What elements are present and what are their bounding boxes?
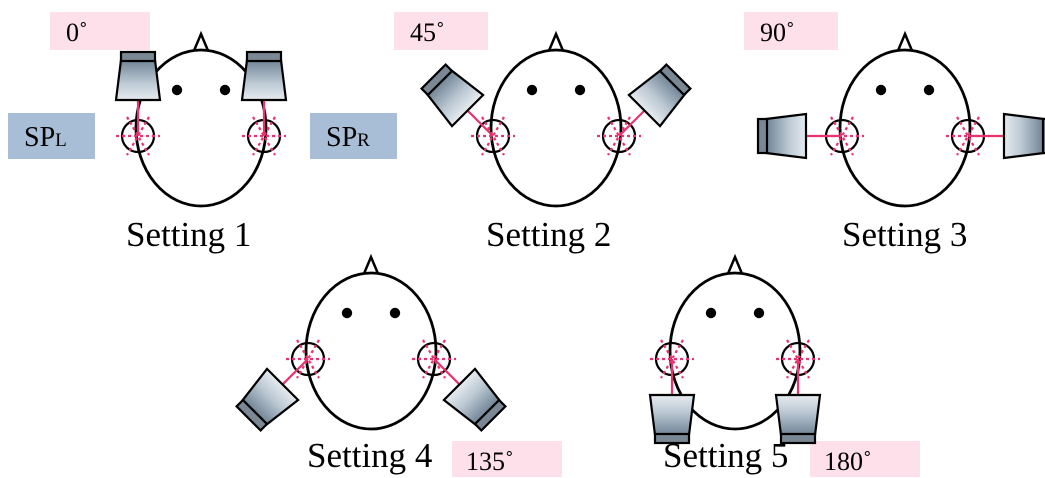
left-speaker-icon	[756, 112, 808, 160]
setting-4-figure	[235, 253, 507, 432]
dotted-ray	[126, 116, 150, 156]
dotted-ray	[660, 339, 684, 379]
right-speaker-icon	[1002, 112, 1045, 160]
dotted-ray	[956, 116, 980, 156]
left-speaker-icon	[114, 50, 162, 102]
head-outline	[134, 48, 268, 208]
angle-box-3	[744, 12, 838, 50]
setting-5-figure	[648, 253, 822, 445]
right-speaker-icon	[240, 50, 288, 102]
dotted-ray	[252, 116, 276, 156]
dotted-ray	[830, 116, 854, 156]
right-eye	[219, 84, 231, 96]
sp-right-box	[310, 113, 397, 159]
sp-left-box	[8, 113, 95, 159]
left-speaker-icon-body	[648, 393, 696, 437]
right-speaker-icon	[627, 63, 692, 128]
dotted-ray	[786, 339, 810, 379]
setting-4-caption: Setting 4	[307, 436, 432, 475]
left-eye	[526, 84, 538, 96]
setting-2-figure	[420, 30, 692, 208]
left-eye	[341, 307, 353, 319]
left-ear-rays	[286, 339, 330, 379]
dotted-ray	[481, 116, 505, 156]
dotted-ray	[296, 339, 320, 379]
left-eye	[705, 307, 717, 319]
dotted-ray	[126, 116, 150, 156]
angle-label-4: 135˚	[466, 447, 514, 476]
angle-box-2	[394, 12, 488, 50]
dotted-ray	[422, 339, 446, 379]
left-speaker-icon-cap	[235, 398, 269, 432]
head-outline	[304, 271, 438, 431]
angle-box-1	[50, 12, 150, 50]
right-eye	[389, 307, 401, 319]
nose-icon	[191, 30, 211, 54]
dotted-ray	[481, 116, 505, 156]
left-speaker-icon-cap	[653, 432, 691, 445]
right-speaker-icon-cap	[658, 63, 692, 97]
nose-icon	[361, 253, 381, 277]
right-speaker-icon	[442, 367, 507, 432]
left-ear-rays	[650, 339, 694, 379]
left-speaker-icon-body	[764, 112, 808, 160]
right-speaker-icon	[774, 393, 822, 445]
left-speaker-icon-cap	[756, 117, 769, 155]
right-ear-rays	[242, 116, 286, 156]
angle-label-3: 90˚	[760, 18, 795, 47]
right-speaker-icon-body	[240, 58, 288, 102]
right-speaker-icon-cap	[1041, 117, 1045, 155]
dotted-ray	[660, 339, 684, 379]
angle-label-1: 0˚	[66, 18, 88, 47]
left-eye	[875, 84, 887, 96]
right-eye	[923, 84, 935, 96]
dotted-ray	[252, 116, 276, 156]
dotted-ray	[607, 116, 631, 156]
left-speaker-icon-cap	[119, 50, 157, 63]
right-ear-rays	[776, 339, 820, 379]
head-outline	[489, 48, 623, 208]
right-speaker-icon-cap	[779, 432, 817, 445]
nose-icon	[546, 30, 566, 54]
sp-left-label: SPL	[24, 122, 67, 153]
setting-3-figure	[756, 30, 1045, 208]
right-speaker-icon-cap	[245, 50, 283, 63]
dotted-ray	[830, 116, 854, 156]
head-outline	[668, 271, 802, 431]
right-ear-rays	[597, 116, 641, 156]
right-speaker-icon-body	[1002, 112, 1045, 160]
left-speaker-icon-body	[114, 58, 162, 102]
nose-icon	[725, 253, 745, 277]
right-eye	[753, 307, 765, 319]
right-ear-rays	[412, 339, 456, 379]
setting-3-caption: Setting 3	[842, 215, 967, 254]
sp-right-label: SPR	[326, 122, 370, 153]
dotted-ray	[607, 116, 631, 156]
dotted-ray	[422, 339, 446, 379]
dotted-ray	[786, 339, 810, 379]
setting-1-figure	[114, 30, 288, 208]
setting-2-caption: Setting 2	[486, 215, 611, 254]
right-speaker-icon-body	[774, 393, 822, 437]
left-ear-rays	[116, 116, 160, 156]
setting-1-caption: Setting 1	[126, 215, 251, 254]
setting-5-caption: Setting 5	[663, 436, 788, 475]
left-speaker-icon	[420, 63, 485, 128]
right-eye	[574, 84, 586, 96]
angle-label-2: 45˚	[410, 18, 445, 47]
left-speaker-icon-cap	[420, 63, 454, 97]
left-speaker-icon	[235, 367, 300, 432]
angle-box-5	[810, 441, 920, 477]
left-ear-rays	[471, 116, 515, 156]
dotted-ray	[956, 116, 980, 156]
dotted-ray	[296, 339, 320, 379]
angle-label-5: 180˚	[824, 447, 872, 476]
left-speaker-icon	[648, 393, 696, 445]
angle-box-4	[452, 441, 562, 477]
nose-icon	[895, 30, 915, 54]
head-outline	[838, 48, 972, 208]
right-speaker-icon-cap	[473, 398, 507, 432]
left-eye	[171, 84, 183, 96]
